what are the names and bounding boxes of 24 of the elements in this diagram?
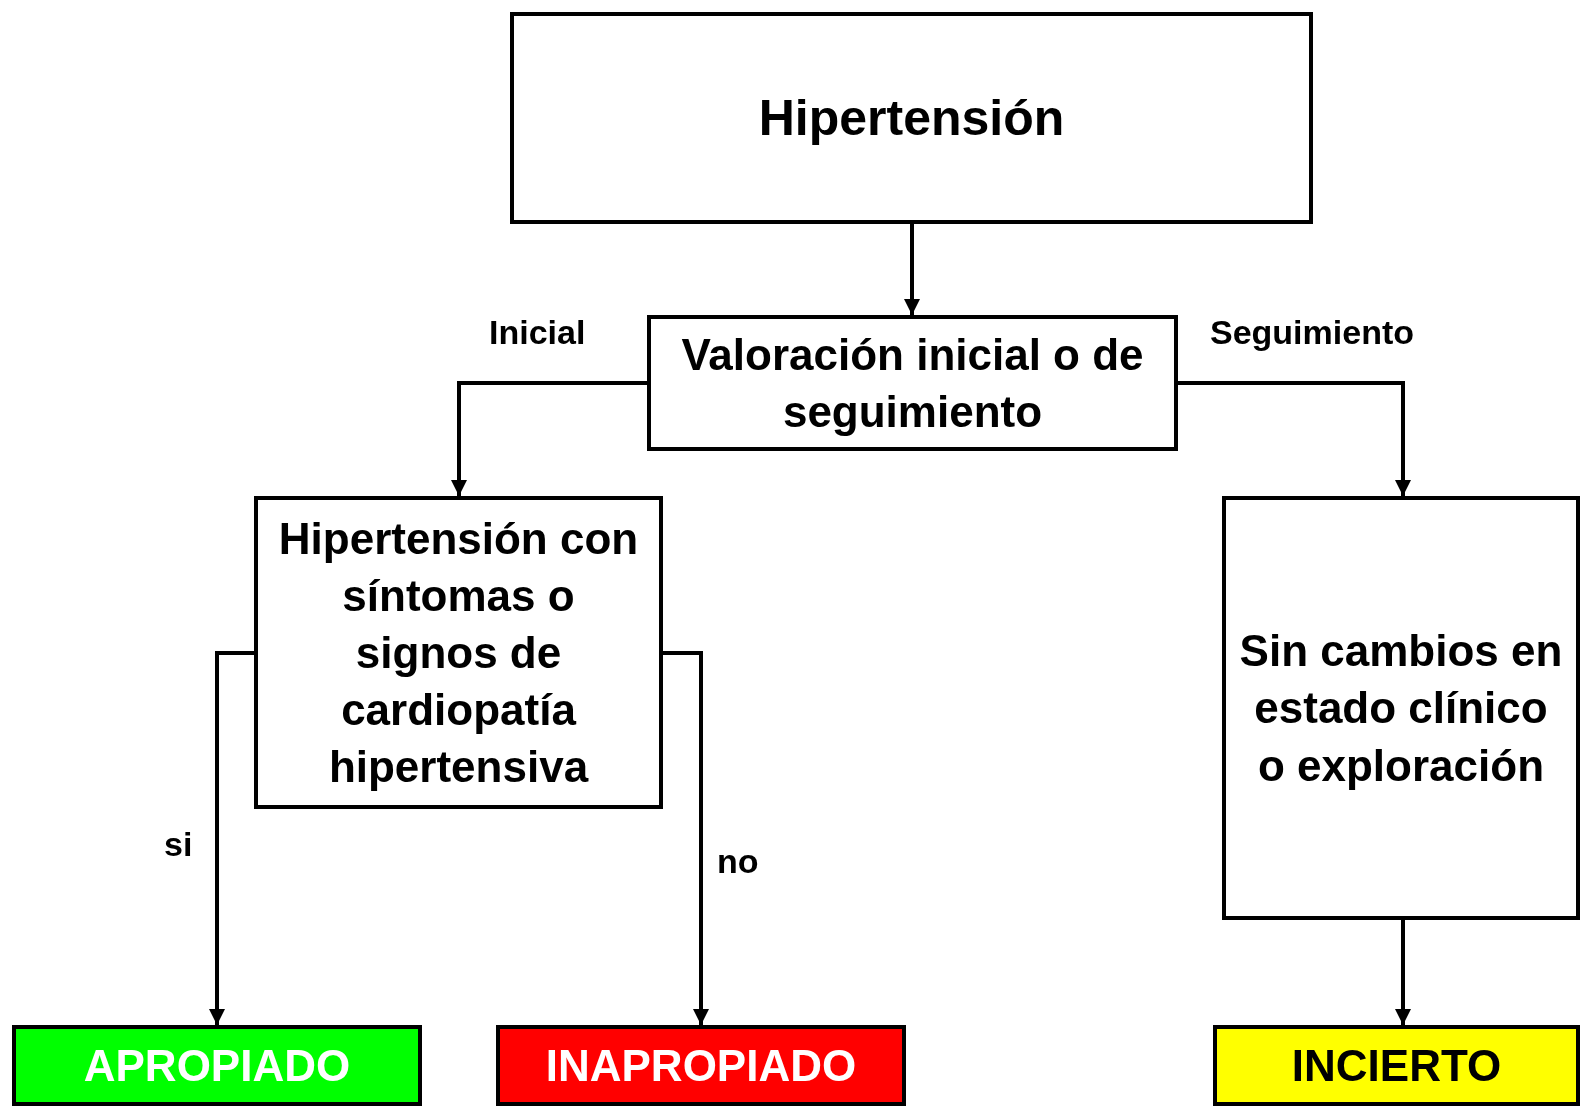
arrow xyxy=(1395,920,1411,1025)
arrow xyxy=(663,651,709,1025)
arrow xyxy=(1178,381,1411,496)
result-box xyxy=(496,1025,906,1106)
process-box xyxy=(647,315,1178,451)
edge-label: Seguimiento xyxy=(1210,313,1415,352)
edge-label: si xyxy=(164,825,193,864)
node-text: Hipertensión con síntomas o signos de cardiopatía hipertensiva xyxy=(277,512,640,794)
process-box xyxy=(254,496,663,809)
process-box xyxy=(510,12,1313,224)
result-box xyxy=(12,1025,422,1106)
process-box xyxy=(1222,496,1580,920)
edge-label: no xyxy=(717,842,759,881)
node-text: Hipertensión xyxy=(758,88,1065,148)
node-text: Sin cambios en estado clínico o exploración xyxy=(1238,625,1564,792)
arrow xyxy=(209,651,254,1025)
node-text: INAPROPIADO xyxy=(545,1039,857,1092)
result-box xyxy=(1213,1025,1580,1106)
node-text: APROPIADO xyxy=(83,1039,351,1092)
arrow xyxy=(904,224,920,315)
edge-label: Inicial xyxy=(489,313,586,352)
node-text: INCIERTO xyxy=(1291,1039,1502,1092)
node-text: Valoración inicial o de seguimiento xyxy=(680,328,1145,438)
arrow xyxy=(451,381,647,496)
